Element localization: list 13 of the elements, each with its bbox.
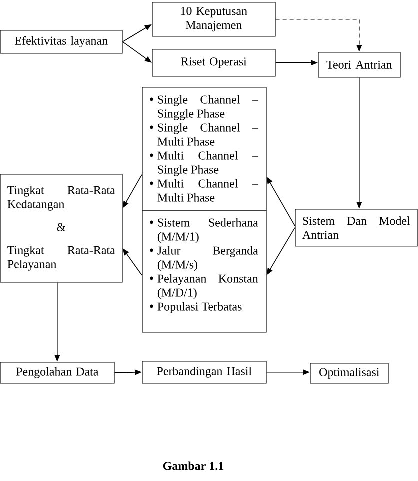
arrow	[122, 42, 152, 63]
process-box: 10 Keputusan Manajemen	[152, 2, 276, 37]
process-box: Pengolahan Data	[0, 362, 115, 384]
process-box: Sistem Dan Model Antrian	[295, 209, 418, 247]
process-box: Riset Operasi	[152, 49, 276, 77]
list-box: Sistem Sederhana (M/M/1) Jalur Berganda (M/M/s) Pelayanan Konstan (M/D/1) Populasi Terbatas	[142, 210, 267, 333]
process-box: Efektivitas layanan	[0, 30, 123, 54]
process-box: Perbandingan Hasil	[142, 361, 267, 384]
process-box: Tingkat Rata-Rata Kedatangan & Tingkat Rata-Rata Pelayanan	[0, 174, 123, 283]
process-box: Teori Antrian	[318, 52, 401, 78]
process-box: Optimalisasi	[310, 363, 389, 384]
figure-caption: Gambar 1.1	[163, 462, 224, 470]
list-box: Single Channel – Singgle Phase Single Channel – Multi Phase Multi Channel – Single Phase Multi Channel – Multi Phase	[142, 87, 267, 211]
